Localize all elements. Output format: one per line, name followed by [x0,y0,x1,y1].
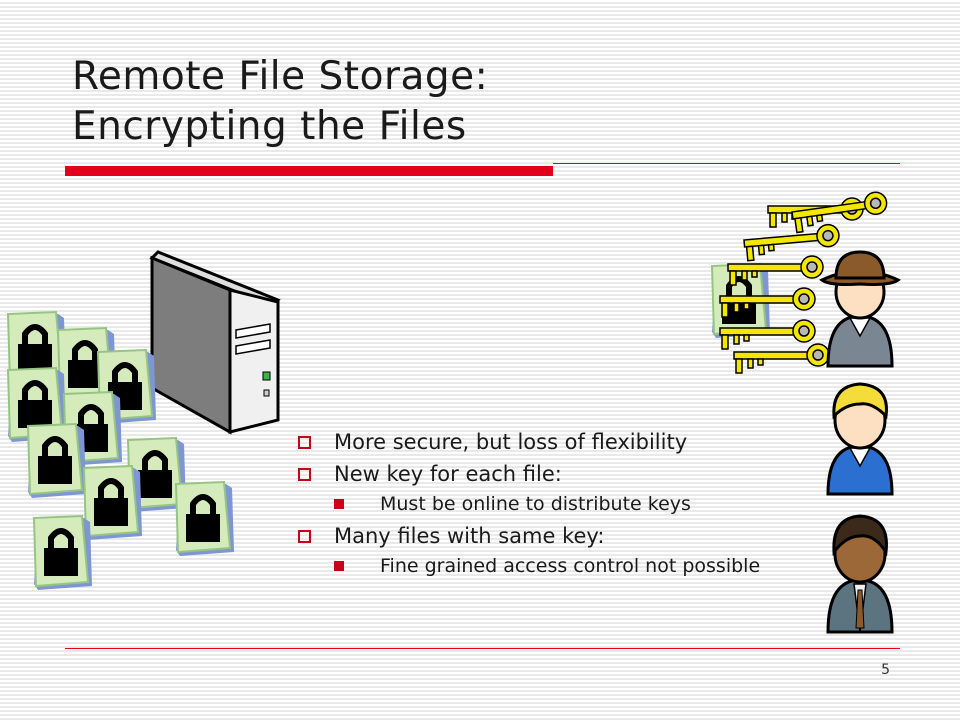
hollow-square-bullet-icon [298,468,311,481]
filled-square-bullet-icon [334,561,344,571]
page-number: 5 [881,662,890,678]
hollow-square-bullet-icon [298,530,311,543]
footer-divider [65,648,900,649]
key-icon [742,223,842,262]
bullet-list: More secure, but loss of flexibility New… [298,428,838,584]
bullet-item: New key for each file: [298,460,838,488]
sub-bullet-item: Fine grained access control not possible [298,554,838,578]
user-dark-icon [826,514,894,634]
key-icon [790,190,890,234]
key-icon [733,343,830,374]
bullet-item: Many files with same key: [298,522,838,550]
server-tower-icon [149,250,281,435]
encrypted-file-icon [84,466,142,540]
key-icon [727,255,824,286]
slide-title: Remote File Storage: Encrypting the File… [72,52,892,152]
title-accent-line [553,163,900,164]
hollow-square-bullet-icon [298,436,311,449]
encrypted-file-icon [28,424,86,498]
encrypted-file-icon [176,482,234,556]
slide-title-line-2: Encrypting the Files [72,104,467,149]
encrypted-file-icon [34,516,92,590]
filled-square-bullet-icon [334,499,344,509]
slide-title-line-1: Remote File Storage: [72,54,489,99]
user-hat-icon [819,250,901,368]
bullet-item: More secure, but loss of flexibility [298,428,838,456]
title-accent-bar [65,166,553,176]
user-blonde-icon [826,382,894,496]
sub-bullet-item: Must be online to distribute keys [298,492,838,516]
